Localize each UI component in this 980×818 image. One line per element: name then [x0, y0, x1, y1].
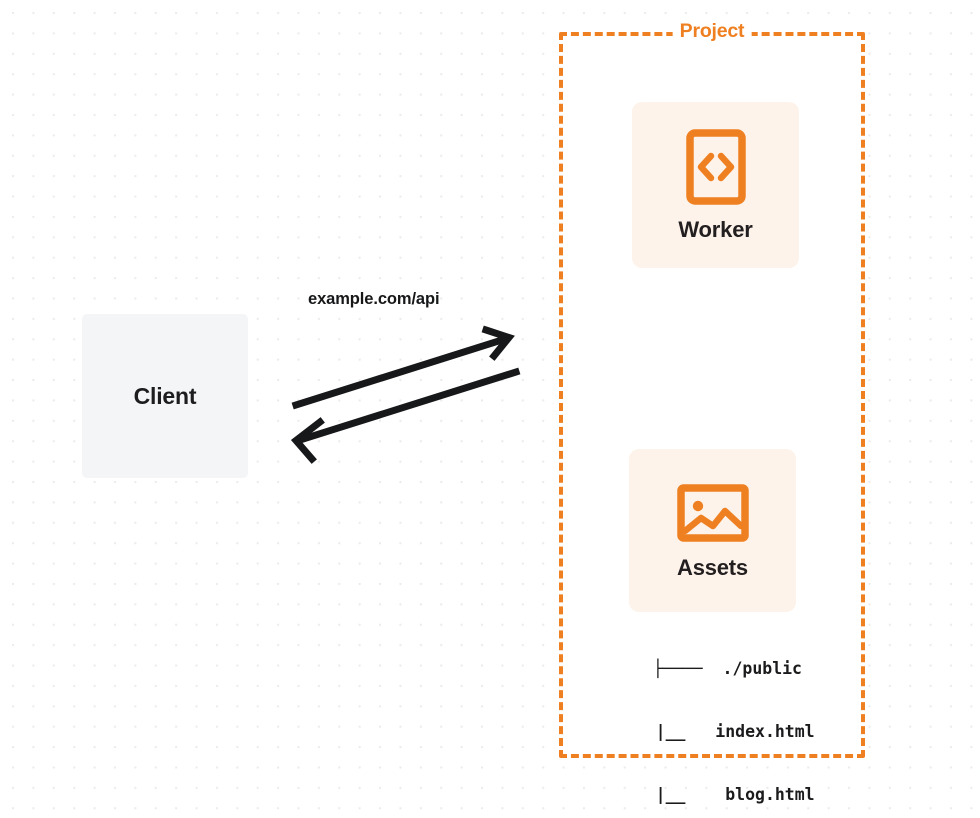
service-card-worker-label: Worker: [678, 217, 753, 242]
client-label: Client: [133, 382, 197, 409]
client-node[interactable]: Client: [82, 314, 248, 478]
service-card-worker[interactable]: Worker: [632, 102, 799, 268]
service-card-assets[interactable]: Assets: [629, 449, 796, 612]
arrow-right-icon: [481, 325, 515, 361]
file-tree-row: ├──── ./public: [652, 659, 802, 678]
project-title: Project: [672, 20, 752, 44]
arrow-left-icon: [290, 417, 325, 464]
arrow-right-shaft: [291, 334, 510, 410]
service-card-assets-label: Assets: [677, 554, 748, 580]
image-picture-icon: [676, 483, 749, 542]
file-tree-row: |__ index.html: [606, 722, 815, 741]
file-tree-row: |__ blog.html: [606, 785, 815, 804]
connection-label: example.com/api: [308, 290, 440, 308]
code-brackets-icon: [685, 129, 746, 205]
arrow-left-shaft: [295, 367, 521, 445]
assets-file-tree: ├──── ./public |__ index.html |__ blog.h…: [606, 616, 815, 818]
